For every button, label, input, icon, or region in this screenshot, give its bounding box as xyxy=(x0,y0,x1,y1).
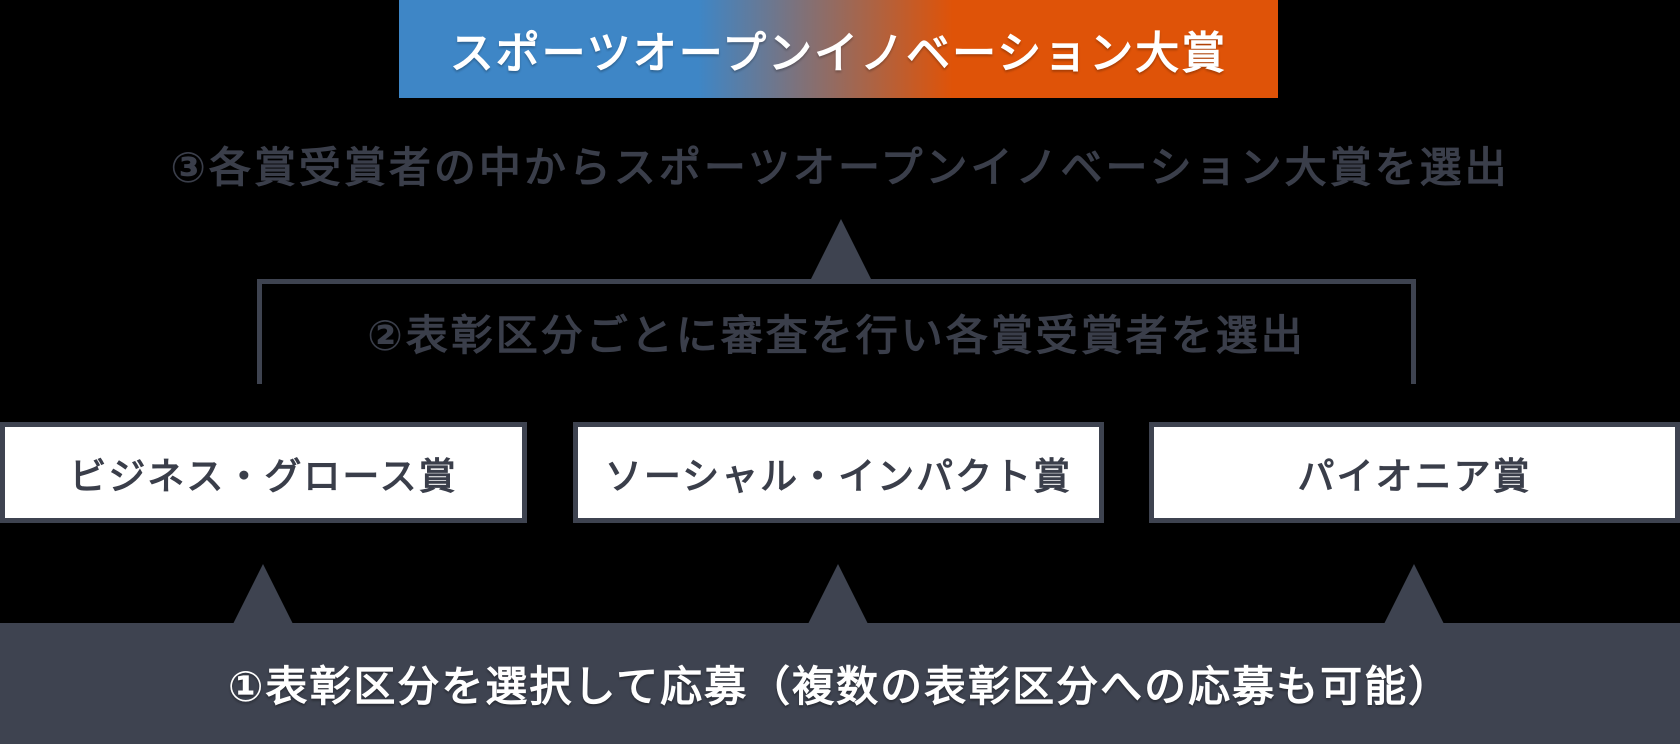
award-box-pioneer: パイオニア賞 xyxy=(1149,422,1680,523)
grand-prize-banner: スポーツオープンイノベーション大賞 xyxy=(399,0,1278,98)
step2-caption: ②表彰区分ごとに審査を行い各賞受賞者を選出 xyxy=(367,312,1306,359)
up-arrow-icon xyxy=(811,219,871,279)
up-arrow-icon xyxy=(233,564,293,624)
award-box-social-impact: ソーシャル・インパクト賞 xyxy=(573,422,1104,523)
step1-caption: ①表彰区分を選択して応募（複数の表彰区分への応募も可能） xyxy=(227,663,1453,710)
step3-caption: ③各賞受賞者の中からスポーツオープンイノベーション大賞を選出 xyxy=(170,144,1510,191)
judging-group-bracket: ②表彰区分ごとに審査を行い各賞受賞者を選出 xyxy=(257,279,1416,384)
award-label: パイオニア賞 xyxy=(1297,455,1532,497)
award-label: ソーシャル・インパクト賞 xyxy=(604,455,1073,497)
award-box-business-growth: ビジネス・グロース賞 xyxy=(0,422,527,523)
grand-prize-title: スポーツオープンイノベーション大賞 xyxy=(449,29,1228,78)
application-bar: ①表彰区分を選択して応募（複数の表彰区分への応募も可能） xyxy=(0,623,1680,744)
award-label: ビジネス・グロース賞 xyxy=(69,455,458,497)
up-arrow-icon xyxy=(1384,564,1444,624)
up-arrow-icon xyxy=(808,564,868,624)
